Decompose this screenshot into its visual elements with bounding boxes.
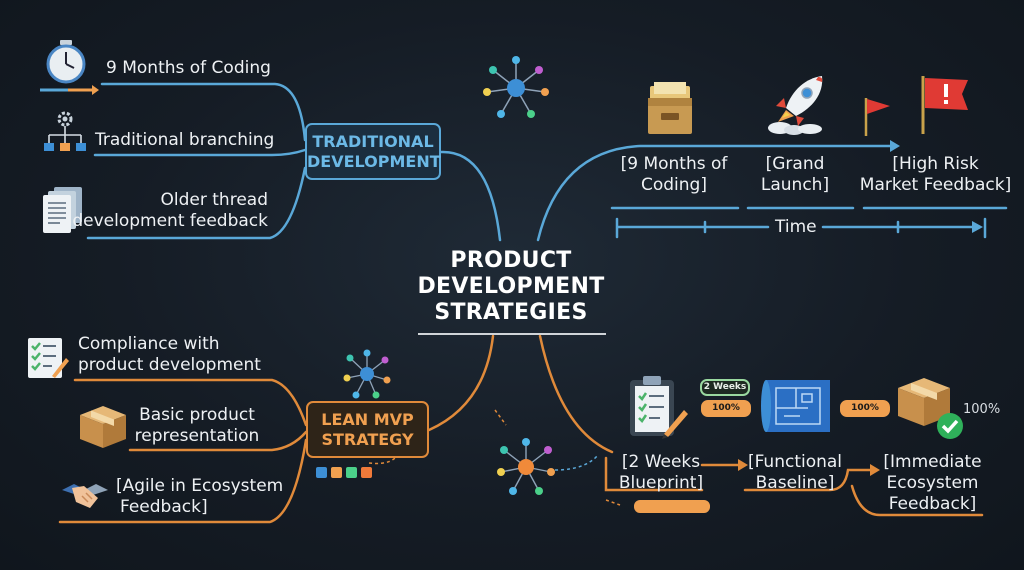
- traditional-box-line-1: TRADITIONAL: [312, 132, 434, 151]
- lean-item-1-line-1: Compliance with: [78, 334, 220, 354]
- document-icon: [43, 187, 82, 233]
- blueprint-icon: [761, 380, 830, 432]
- lean-step-3-line-3: Feedback]: [888, 494, 977, 514]
- traditional-step-1-label: [9 Months of Coding]: [614, 154, 734, 196]
- progress-bar: [634, 500, 710, 513]
- traditional-step-3-line-2: Market Feedback]: [859, 175, 1012, 195]
- progress-pill-1: 100%: [701, 400, 751, 417]
- clipboard-icon: [630, 376, 688, 439]
- center-title-line-1: PRODUCT: [450, 248, 572, 273]
- lean-dot-orange: [331, 467, 342, 478]
- lean-item-2-label: Basic product representation: [132, 405, 262, 447]
- file-drawer-icon: [648, 82, 692, 134]
- traditional-step-3-line-1: [High Risk: [892, 154, 979, 174]
- time-axis-label: Time: [775, 217, 817, 237]
- branching-icon: [44, 111, 86, 151]
- lean-step-1-label: [2 Weeks Blueprint]: [615, 452, 707, 494]
- lean-step-2-line-2: Baseline]: [755, 473, 835, 493]
- center-title-line-3: STRATEGIES: [434, 300, 588, 325]
- lean-dot-red-orange: [361, 467, 372, 478]
- lean-step-2-line-1: [Functional: [747, 452, 843, 472]
- traditional-item-3-line-2: development feedback: [72, 211, 268, 231]
- traditional-item-2-label: Traditional branching: [95, 130, 275, 150]
- traditional-step-3-label: [High Risk Market Feedback]: [858, 154, 1013, 196]
- rocket-icon: [768, 76, 823, 135]
- lean-item-2-line-1: Basic product: [139, 405, 255, 425]
- red-flag-icon: [921, 76, 968, 134]
- lean-step-3-line-1: [Immediate: [883, 452, 982, 472]
- center-underline: [418, 333, 606, 335]
- traditional-item-3-line-1: Older thread: [160, 190, 268, 210]
- traditional-item-3-label: Older thread development feedback: [72, 190, 268, 232]
- lean-box-line-1: LEAN MVP: [321, 410, 414, 429]
- traditional-step-2-line-1: [Grand: [765, 154, 825, 174]
- lean-dot-blue: [316, 467, 327, 478]
- lean-step-3-label: [Immediate Ecosystem Feedback]: [870, 452, 995, 515]
- progress-percent-3: 100%: [963, 402, 1001, 417]
- lean-step-3-line-2: Ecosystem: [886, 473, 979, 493]
- lean-item-3-line-1: [Agile in Ecosystem: [116, 476, 284, 496]
- center-title-line-2: DEVELOPMENT: [417, 274, 605, 299]
- small-red-flag-icon: [864, 98, 890, 136]
- lean-item-3-label: [Agile in Ecosystem Feedback]: [116, 476, 283, 518]
- lean-item-3-line-2: Feedback]: [120, 497, 208, 517]
- box-icon: [80, 406, 126, 448]
- lean-box-line-2: STRATEGY: [321, 430, 414, 449]
- stopwatch-icon: [40, 40, 99, 95]
- traditional-development-box: TRADITIONAL DEVELOPMENT: [305, 123, 441, 180]
- traditional-step-2-line-2: Launch]: [760, 175, 830, 195]
- traditional-step-2-label: [Grand Launch]: [745, 154, 845, 196]
- two-weeks-badge: 2 Weeks: [700, 379, 750, 396]
- checked-box-icon: [898, 378, 963, 439]
- lean-step-2-label: [Functional Baseline]: [745, 452, 845, 494]
- traditional-step-1-line-2: Coding]: [641, 175, 707, 195]
- lean-item-1-line-2: product development: [78, 355, 261, 375]
- traditional-step-1-line-1: [9 Months of: [620, 154, 728, 174]
- network-hub-icon: [483, 56, 549, 118]
- traditional-item-1-label: 9 Months of Coding: [106, 58, 271, 78]
- checklist-icon: [28, 338, 69, 378]
- lean-network-icon: [343, 349, 391, 399]
- lean-item-2-line-2: representation: [134, 426, 260, 446]
- handshake-icon: [62, 484, 108, 508]
- lean-step-1-line-1: [2 Weeks: [621, 452, 701, 472]
- feedback-network-icon: [497, 438, 555, 495]
- lean-item-1-label: Compliance with product development: [78, 334, 261, 376]
- lean-step-1-line-2: Blueprint]: [618, 473, 704, 493]
- center-title: PRODUCT DEVELOPMENT STRATEGIES: [405, 248, 617, 326]
- progress-pill-2: 100%: [840, 400, 890, 417]
- traditional-box-line-2: DEVELOPMENT: [307, 152, 441, 171]
- lean-dot-green: [346, 467, 357, 478]
- lean-mvp-strategy-box: LEAN MVP STRATEGY: [306, 401, 429, 458]
